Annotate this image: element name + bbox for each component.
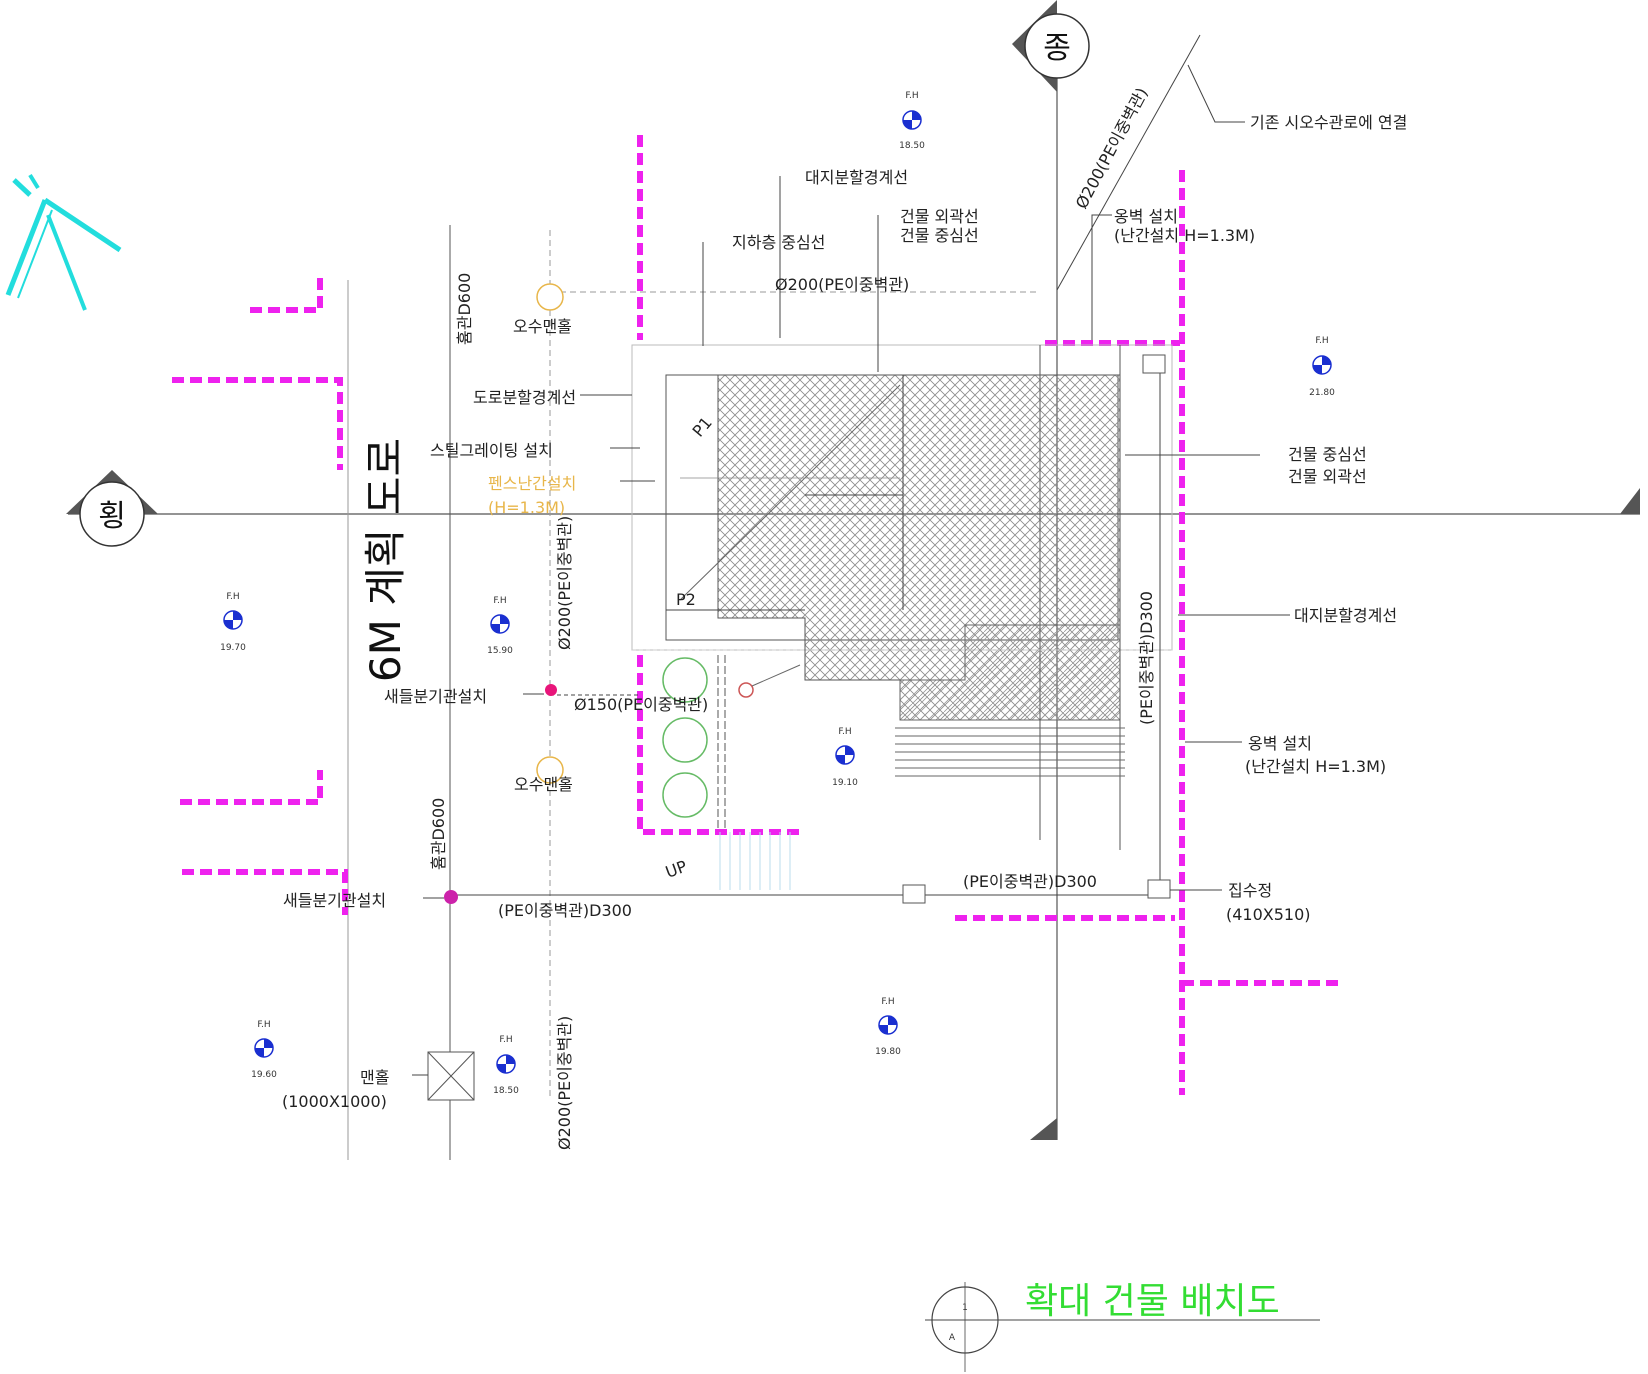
label-saddle-branch-2: 새들분기관설치 xyxy=(283,891,386,910)
fh-marker-icon xyxy=(254,1038,274,1058)
label-pipe-vertical-mid: Ø200(PE이중벽관) xyxy=(555,516,574,650)
label-guardrail: 펜스난간설치 xyxy=(488,474,576,493)
label-pipe-vertical-bottom: Ø200(PE이중벽관) xyxy=(555,1016,574,1150)
fh-label: F.H xyxy=(226,592,239,602)
manhole-icon xyxy=(427,1051,475,1101)
fh-label: F.H xyxy=(1315,336,1328,346)
label-building-center-right: 건물 중심선 xyxy=(1288,445,1367,464)
elevation-value: 19.10 xyxy=(832,778,858,788)
label-sewer-manhole-top: 오수맨홀 xyxy=(513,317,572,336)
pipe-network xyxy=(450,34,1201,896)
drawing-title: 확대 건물 배치도 xyxy=(1025,1281,1280,1322)
label-steel-grating: 스틸그레이팅 설치 xyxy=(430,441,553,460)
label-sewer-manhole-bottom: 오수맨홀 xyxy=(514,775,573,794)
label-pipe-150: Ø150(PE이중벽관) xyxy=(574,695,708,714)
axis-label-horizontal: 횡 xyxy=(98,499,126,534)
label-pipe-d600-top: 흄관D600 xyxy=(455,273,474,345)
fh-marker-icon xyxy=(902,110,922,130)
label-lot-boundary-right: 대지분할경계선 xyxy=(1294,606,1397,625)
label-building-center-top: 건물 중심선 xyxy=(900,226,979,245)
label-road-boundary: 도로분할경계선 xyxy=(473,388,576,407)
label-pipe-d600-bottom: 흄관D600 xyxy=(429,798,448,870)
elevation-value: 15.90 xyxy=(487,646,513,656)
label-manhole-size: (1000X1000) xyxy=(282,1092,387,1111)
label-retaining-wall-top-note: (난간설치 H=1.3M) xyxy=(1114,226,1255,245)
label-building-outline-right: 건물 외곽선 xyxy=(1288,467,1367,486)
label-p1: P1 xyxy=(689,413,716,440)
branch-point-icon xyxy=(545,684,557,696)
elevation-value: 18.50 xyxy=(493,1086,519,1096)
label-basement-center: 지하층 중심선 xyxy=(732,233,825,252)
sewer-manhole-icon xyxy=(536,283,564,311)
title-marker-letter: A xyxy=(949,1333,956,1343)
label-saddle-branch-1: 새들분기관설치 xyxy=(384,687,487,706)
label-retaining-wall-top: 옹벽 설치 xyxy=(1114,207,1178,226)
fh-marker-icon xyxy=(1312,355,1332,375)
leader-lines xyxy=(412,64,1290,1076)
label-pipe-d300-bottom: (PE이중벽관)D300 xyxy=(498,901,632,920)
label-p2: P2 xyxy=(676,590,696,609)
fh-marker-icon xyxy=(878,1015,898,1035)
fh-label: F.H xyxy=(493,596,506,606)
label-existing-sewer: 기존 시오수관로에 연결 xyxy=(1250,113,1407,132)
label-retaining-wall-right-note: (난간설치 H=1.3M) xyxy=(1245,757,1386,776)
catch-basin-icon xyxy=(902,354,1171,904)
drawing-title-block: 1 A 확대 건물 배치도 xyxy=(925,1281,1320,1372)
fh-label: F.H xyxy=(881,997,894,1007)
label-lot-boundary-top: 대지분할경계선 xyxy=(805,168,908,187)
label-guardrail-height: (H=1.3M) xyxy=(488,498,565,517)
elevation-value: 18.50 xyxy=(899,141,925,151)
label-up: UP xyxy=(663,856,690,881)
elevation-value: 19.60 xyxy=(251,1070,277,1080)
fh-marker-icon xyxy=(835,745,855,765)
fh-label: F.H xyxy=(257,1020,270,1030)
fh-label: F.H xyxy=(838,727,851,737)
sewer-manhole-icon xyxy=(536,756,564,784)
lot-boundaries xyxy=(172,135,1342,1095)
label-manhole: 맨홀 xyxy=(360,1068,389,1087)
label-building-outline-top: 건물 외곽선 xyxy=(900,207,979,226)
label-pipe-top: Ø200(PE이중벽관) xyxy=(775,275,909,294)
elevation-value: 19.70 xyxy=(220,643,246,653)
north-arrow-icon xyxy=(5,173,122,311)
building-footprint xyxy=(631,344,1173,890)
branch-point-icon xyxy=(444,890,458,904)
label-pipe-d300-right: (PE이중벽관)D300 xyxy=(963,872,1097,891)
fh-label: F.H xyxy=(905,91,918,101)
label-pipe-d300-vertical: (PE이중벽관)D300 xyxy=(1137,591,1156,725)
axis-label-vertical: 종 xyxy=(1043,31,1071,66)
title-marker-number: 1 xyxy=(962,1303,968,1313)
road-label: 6M 계획 도로 xyxy=(361,438,410,682)
elevation-value: 19.80 xyxy=(875,1047,901,1057)
fh-label: F.H xyxy=(499,1035,512,1045)
vertical-axis-marker: 종 xyxy=(1012,0,1090,92)
fh-marker-icon xyxy=(223,610,243,630)
label-catch-basin: 집수정 xyxy=(1228,881,1272,900)
label-retaining-wall-right: 옹벽 설치 xyxy=(1248,734,1312,753)
horizontal-axis-marker: 횡 xyxy=(66,470,158,547)
label-catch-basin-size: (410X510) xyxy=(1226,905,1311,924)
fh-marker-icon xyxy=(496,1054,516,1074)
elevation-value: 21.80 xyxy=(1309,388,1335,398)
fh-marker-icon xyxy=(490,614,510,634)
